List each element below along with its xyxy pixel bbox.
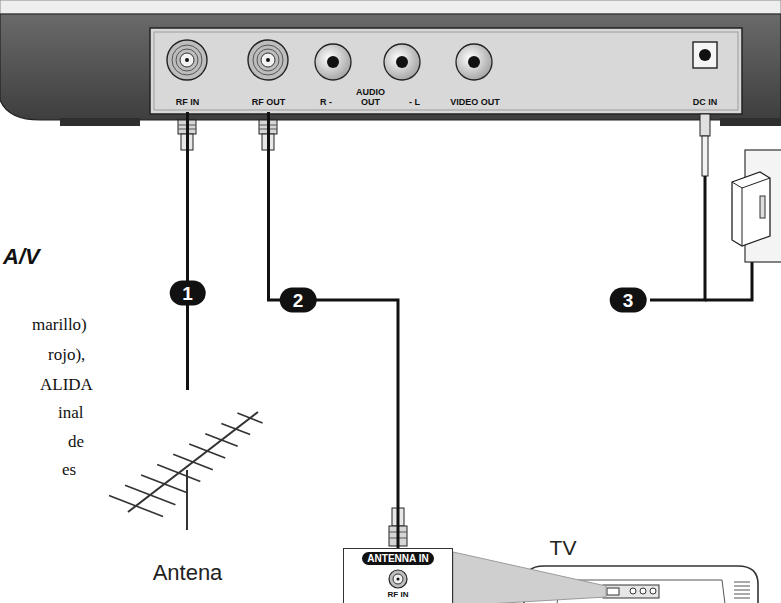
port-label-box: R - AUDIO OUT - L	[312, 36, 424, 112]
node-text: TV	[550, 536, 577, 560]
antenna-node: Antena	[120, 390, 255, 590]
node-text: R -	[320, 98, 332, 107]
cut-off-text: rojo),	[48, 346, 85, 363]
cut-off-text: de	[68, 433, 84, 450]
dc-jack	[693, 42, 717, 68]
port-label-box: DC IN	[683, 36, 727, 112]
f-plug	[178, 120, 277, 150]
node-text: RF OUT	[252, 98, 286, 112]
antenna-in-jack	[343, 548, 453, 603]
node-text: - L	[409, 98, 420, 107]
node-text: RF IN	[388, 591, 409, 599]
node-text: Antena	[153, 560, 223, 590]
node-text: AUDIO OUT	[353, 88, 389, 107]
coax-cable	[186, 112, 189, 390]
yagi-antenna	[109, 412, 263, 530]
cut-off-text: inal	[58, 404, 84, 421]
cut-off-text: es	[62, 461, 76, 478]
zoom-leader	[453, 552, 606, 603]
inset-box: ANTENNA IN RF IN	[343, 548, 453, 603]
node-text: RF IN	[176, 98, 200, 112]
callout-number: 1	[169, 281, 206, 306]
rf-in-jack	[167, 40, 207, 80]
coax-cable	[269, 112, 399, 548]
rca-jacks	[315, 44, 492, 80]
cut-off-text: marillo)	[32, 316, 87, 333]
node-text: DC IN	[693, 98, 718, 112]
node-text: ANTENNA IN	[362, 552, 433, 565]
port-label-box: VIDEO OUT	[445, 36, 505, 112]
port-label-box: RF OUT	[241, 36, 296, 112]
f-plug	[389, 508, 407, 546]
cut-off-heading: A/V	[3, 246, 40, 268]
callout-number: 2	[280, 288, 317, 313]
tv-node: TV	[540, 528, 586, 560]
port-label-box: RF IN	[160, 36, 215, 112]
cut-off-text: ALIDA	[40, 376, 93, 393]
callout-number: 3	[610, 288, 647, 313]
wall-adapter	[732, 150, 781, 262]
node-text: VIDEO OUT	[450, 98, 500, 112]
receiver-housing	[0, 0, 781, 126]
rf-out-jack	[248, 40, 288, 80]
